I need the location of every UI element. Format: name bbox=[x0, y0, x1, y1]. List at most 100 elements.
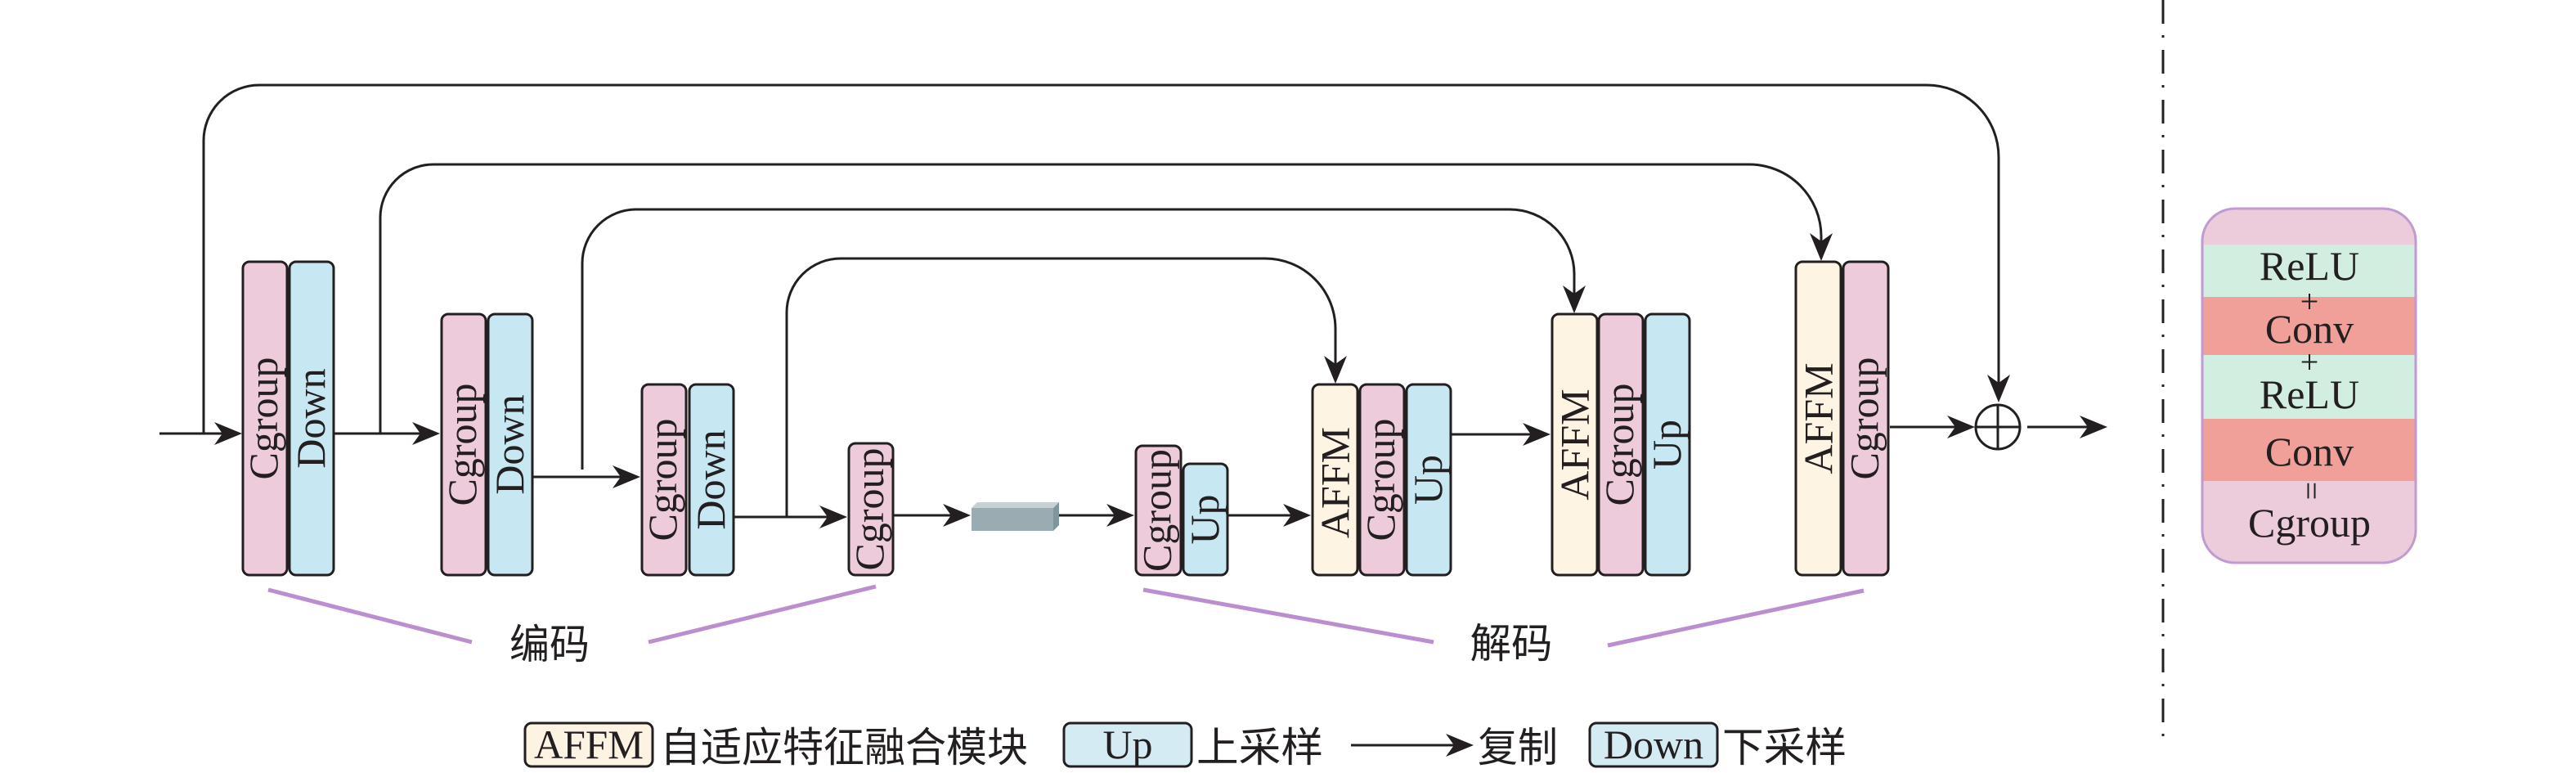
panel-row-relu: ReLU bbox=[2260, 243, 2359, 289]
legend-up-key: Up bbox=[1102, 721, 1152, 767]
decoder-stage-3: AFFM Cgroup Up bbox=[1551, 312, 1691, 577]
arrow-right-icon bbox=[1947, 416, 1975, 438]
arrow-right-icon bbox=[214, 422, 242, 445]
main-flow-arrows bbox=[159, 416, 2107, 528]
encoder-stage-2: Cgroup Down bbox=[439, 312, 534, 577]
relu-band bbox=[2202, 245, 2416, 297]
arrow-right-icon bbox=[1106, 504, 1134, 527]
legend-item-up: Up 上采样 bbox=[1062, 721, 1323, 771]
feature-tensor-icon bbox=[972, 502, 1059, 531]
cgroup-block bbox=[1597, 312, 1645, 577]
legend-down-description: 下采样 bbox=[1722, 725, 1847, 771]
legend: AFFM 自适应特征融合模块 Up 上采样 复制 Down 下采样 bbox=[523, 721, 1847, 771]
panel-band-bottom bbox=[2202, 481, 2416, 563]
arrow-right-icon bbox=[613, 465, 640, 488]
encoder-stage-1: Cgroup Down bbox=[240, 260, 335, 577]
block-label: Cgroup bbox=[1842, 357, 1887, 480]
cgroup-block bbox=[241, 260, 289, 577]
legend-down-key: Down bbox=[1604, 721, 1703, 767]
legend-affm-description: 自适应特征融合模块 bbox=[660, 725, 1028, 771]
up-block bbox=[1182, 462, 1229, 577]
skip-connection-encoder3-to-decoder2 bbox=[785, 257, 1337, 517]
arrow-right-icon bbox=[1523, 423, 1551, 446]
block-label: Down bbox=[688, 429, 734, 529]
panel-border bbox=[2201, 207, 2417, 564]
legend-up-swatch bbox=[1062, 721, 1193, 768]
skip-connection-encoder2-to-decoder3 bbox=[581, 208, 1576, 470]
arrow-right-icon bbox=[412, 422, 440, 445]
block-label: Cgroup bbox=[1134, 449, 1180, 572]
block-label: Cgroup bbox=[640, 419, 685, 542]
panel-row-conv: Conv bbox=[2265, 306, 2354, 352]
block-label: Down bbox=[288, 368, 334, 468]
decoder-stage-2: AFFM Cgroup Up bbox=[1311, 383, 1452, 577]
block-label: Up bbox=[1405, 455, 1451, 505]
encoder-bracket-left bbox=[267, 587, 473, 645]
down-block bbox=[688, 383, 735, 577]
block-label: AFFM bbox=[1552, 389, 1598, 500]
legend-item-down: Down 下采样 bbox=[1588, 721, 1847, 771]
conv-band bbox=[2202, 297, 2416, 355]
encoder-bracket-right bbox=[648, 584, 877, 645]
down-block bbox=[288, 260, 335, 577]
block-label: Cgroup bbox=[439, 384, 485, 506]
skip-connection-encoder1-to-decoder4 bbox=[379, 163, 1823, 434]
down-block bbox=[487, 312, 534, 577]
legend-item-affm: AFFM 自适应特征融合模块 bbox=[523, 721, 1028, 771]
decoder-bracket-right bbox=[1607, 588, 1865, 648]
bottleneck-side-face bbox=[1053, 502, 1059, 531]
panel-row-cgroup: Cgroup bbox=[2248, 500, 2371, 546]
arrow-down-icon bbox=[1810, 233, 1833, 261]
affm-block bbox=[1311, 383, 1359, 577]
decoder-stage-4: AFFM Cgroup bbox=[1794, 260, 1890, 577]
legend-down-swatch bbox=[1588, 721, 1719, 768]
panel-row-plus: + bbox=[2300, 283, 2319, 320]
legend-item-copy: 复制 bbox=[1351, 725, 1558, 771]
cgroup-block bbox=[1842, 260, 1890, 577]
panel-band-top bbox=[2202, 209, 2416, 245]
block-label: Cgroup bbox=[240, 357, 286, 480]
legend-affm-swatch bbox=[523, 721, 654, 768]
skip-connection-input-to-add bbox=[202, 83, 2000, 434]
panel-row-plus: + bbox=[2300, 344, 2319, 380]
block-label: Up bbox=[1182, 494, 1227, 544]
up-block bbox=[1644, 312, 1691, 577]
block-label: AFFM bbox=[1796, 362, 1842, 474]
cgroup-block bbox=[640, 383, 688, 577]
cgroup-block bbox=[1358, 383, 1406, 577]
legend-affm-key: AFFM bbox=[534, 721, 644, 767]
cgroup-block bbox=[440, 312, 487, 577]
arrow-right-icon bbox=[1446, 734, 1474, 757]
relu-band bbox=[2202, 355, 2416, 419]
encoder-stage-4: Cgroup bbox=[846, 442, 895, 577]
arrow-down-icon bbox=[1324, 356, 1347, 384]
arrow-right-icon bbox=[2080, 416, 2107, 438]
arrow-down-icon bbox=[1987, 375, 2010, 402]
arrow-right-icon bbox=[819, 506, 847, 528]
block-label: AFFM bbox=[1313, 427, 1358, 538]
legend-copy-description: 复制 bbox=[1478, 725, 1558, 771]
encoder-label: 编码 bbox=[509, 622, 590, 667]
cgroup-block bbox=[1134, 444, 1183, 577]
arrow-down-icon bbox=[1563, 285, 1586, 313]
bottleneck-top-face bbox=[972, 502, 1059, 508]
block-label: Cgroup bbox=[1358, 419, 1403, 542]
arrow-right-icon bbox=[943, 504, 971, 527]
panel-row-equals: = bbox=[2293, 482, 2330, 501]
conv-band bbox=[2202, 419, 2416, 481]
affm-block bbox=[1794, 260, 1842, 577]
bottleneck-front-face bbox=[972, 508, 1053, 531]
panel-row-conv: Conv bbox=[2265, 429, 2354, 474]
decoder-stage-1: Cgroup Up bbox=[1134, 444, 1229, 577]
panel-row-relu: ReLU bbox=[2260, 371, 2359, 417]
cgroup-block bbox=[847, 442, 895, 577]
legend-up-description: 上采样 bbox=[1196, 725, 1323, 771]
circled-plus-icon bbox=[1974, 403, 2022, 451]
block-label: Up bbox=[1644, 420, 1690, 470]
decoder-label: 解码 bbox=[1470, 621, 1553, 667]
decoder-bracket: 解码 bbox=[1142, 587, 1865, 667]
block-label: Down bbox=[487, 394, 532, 494]
up-block bbox=[1405, 383, 1452, 577]
arrow-right-icon bbox=[1283, 504, 1311, 527]
